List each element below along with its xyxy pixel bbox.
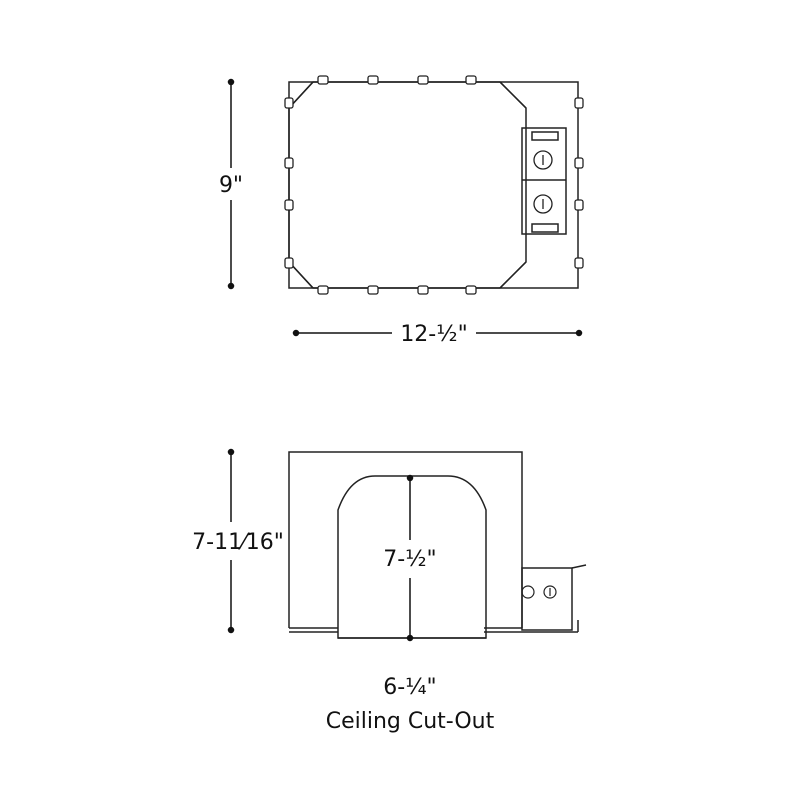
side-knockout-icons	[521, 585, 557, 599]
side-height-label: 7-11⁄16"	[192, 530, 284, 555]
top-height-label: 9"	[219, 173, 243, 198]
inner-height-dimension	[406, 474, 414, 642]
cutout-caption: Ceiling Cut-Out	[326, 709, 495, 734]
knockout-icon-1	[533, 150, 553, 170]
top-height-dimension	[227, 78, 235, 290]
side-view-drawing	[288, 451, 587, 639]
top-width-dimension	[292, 329, 583, 337]
inner-height-label: 7-½"	[383, 547, 436, 572]
top-width-label: 12-½"	[400, 322, 467, 347]
top-view-clips	[284, 75, 584, 295]
knockout-icon-2	[533, 194, 553, 214]
top-view-drawing	[288, 81, 579, 289]
side-height-dimension	[227, 448, 235, 634]
cutout-size-label: 6-¼"	[383, 675, 436, 700]
